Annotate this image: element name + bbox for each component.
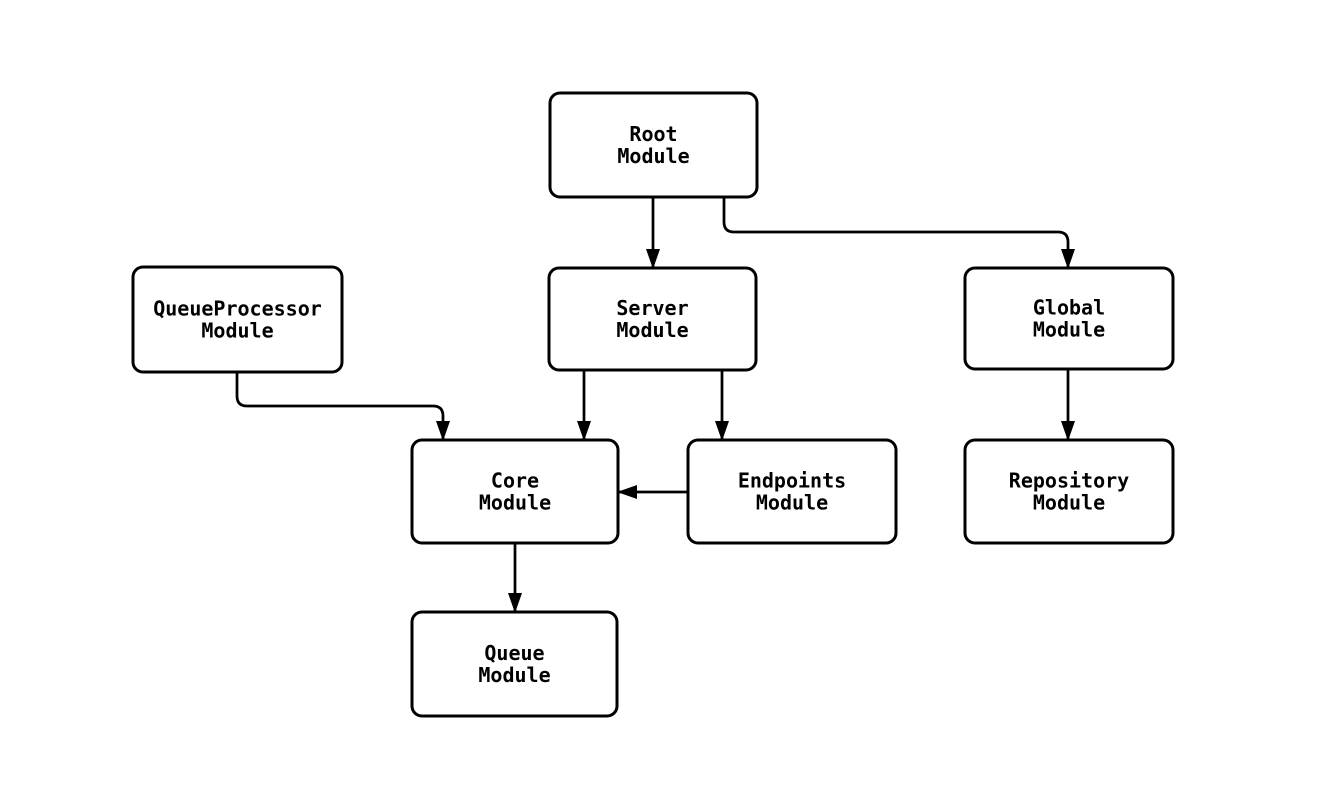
node-box (548, 91, 759, 199)
node-label-line: Module (201, 319, 273, 343)
node-label-line: Core (491, 469, 539, 493)
node-label-line: Global (1033, 296, 1105, 320)
node-box (686, 438, 898, 545)
node-label-line: Root (629, 122, 677, 146)
node-box (410, 438, 620, 545)
node-box (547, 266, 758, 372)
node-label-line: Module (1033, 491, 1105, 515)
node-box (963, 266, 1175, 371)
node-label-line: Server (616, 296, 688, 320)
node-label-line: QueueProcessor (153, 297, 322, 321)
node-box (963, 438, 1175, 545)
node-label-line: Module (756, 491, 828, 515)
node-label-line: Module (1033, 318, 1105, 342)
node-label-line: Module (479, 491, 551, 515)
node-label-line: Module (478, 663, 550, 687)
node-box (131, 265, 344, 374)
node-label-line: Queue (484, 641, 544, 665)
edge-root-global (722, 197, 1075, 269)
node-label-line: Module (616, 318, 688, 342)
node-label-line: Repository (1009, 469, 1129, 493)
node-box (410, 610, 619, 718)
edge-queueprocessor-core (235, 372, 450, 441)
node-label-line: Module (617, 144, 689, 168)
node-label-line: Endpoints (738, 469, 846, 493)
